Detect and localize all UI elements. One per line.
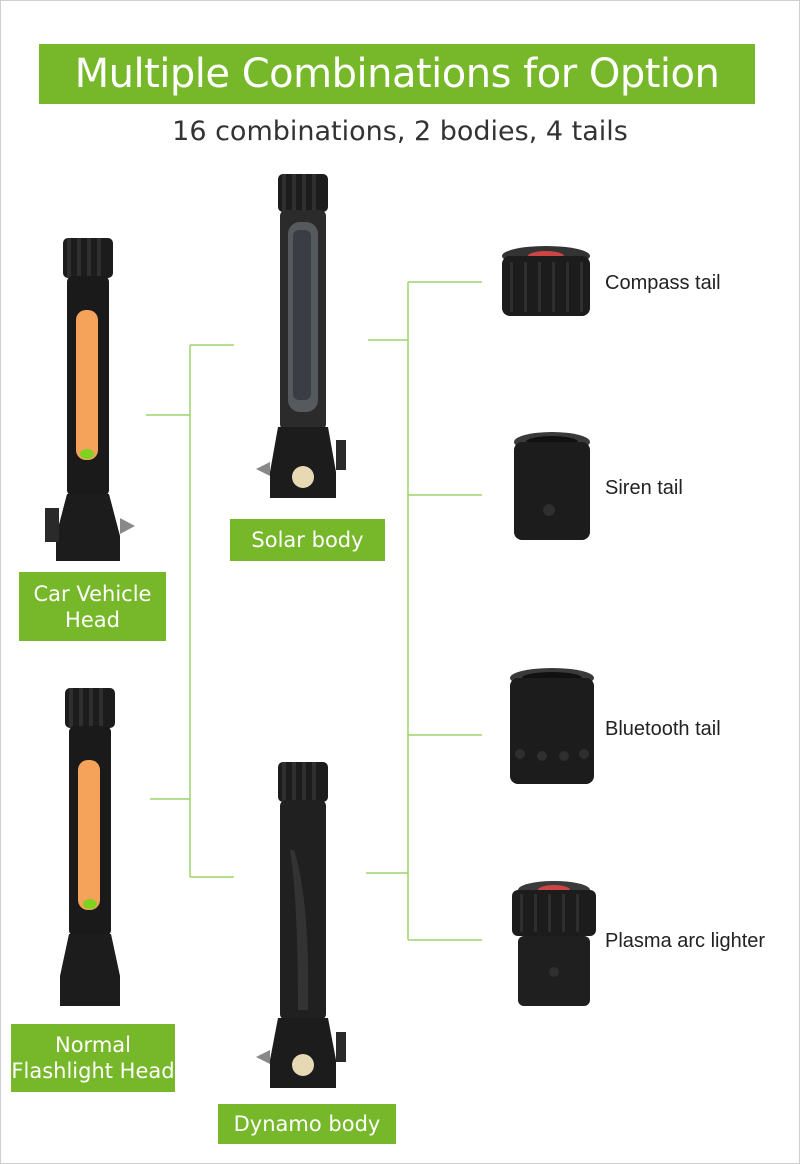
normal-flashlight-head xyxy=(60,688,120,1006)
car-vehicle-head-label: Car Vehicle Head xyxy=(19,572,166,641)
dynamo-body-label: Dynamo body xyxy=(218,1104,396,1144)
plasma-arc-lighter xyxy=(512,881,596,1006)
normal-flashlight-head-label: Normal Flashlight Head xyxy=(11,1024,175,1092)
dynamo-body xyxy=(256,762,346,1088)
siren-tail-label: Siren tail xyxy=(605,477,683,499)
solar-body-label: Solar body xyxy=(230,519,385,561)
solar-body xyxy=(256,174,346,498)
compass-tail-label: Compass tail xyxy=(605,272,721,294)
page-subtitle: 16 combinations, 2 bodies, 4 tails xyxy=(172,116,628,147)
page-title: Multiple Combinations for Option xyxy=(39,44,755,104)
car-vehicle-head-label-line2: Head xyxy=(65,607,120,632)
bluetooth-tail xyxy=(510,668,594,784)
plasma-arc-lighter-label: Plasma arc lighter xyxy=(605,930,766,952)
compass-tail xyxy=(502,246,590,316)
normal-flashlight-head-label-line2: Flashlight Head xyxy=(11,1059,175,1083)
normal-flashlight-head-label-line1: Normal xyxy=(55,1033,131,1057)
car-vehicle-head-label-line1: Car Vehicle xyxy=(33,581,152,606)
bluetooth-tail-label: Bluetooth tail xyxy=(605,718,721,740)
siren-tail xyxy=(514,432,590,540)
car-vehicle-head-flashlight xyxy=(45,238,135,561)
